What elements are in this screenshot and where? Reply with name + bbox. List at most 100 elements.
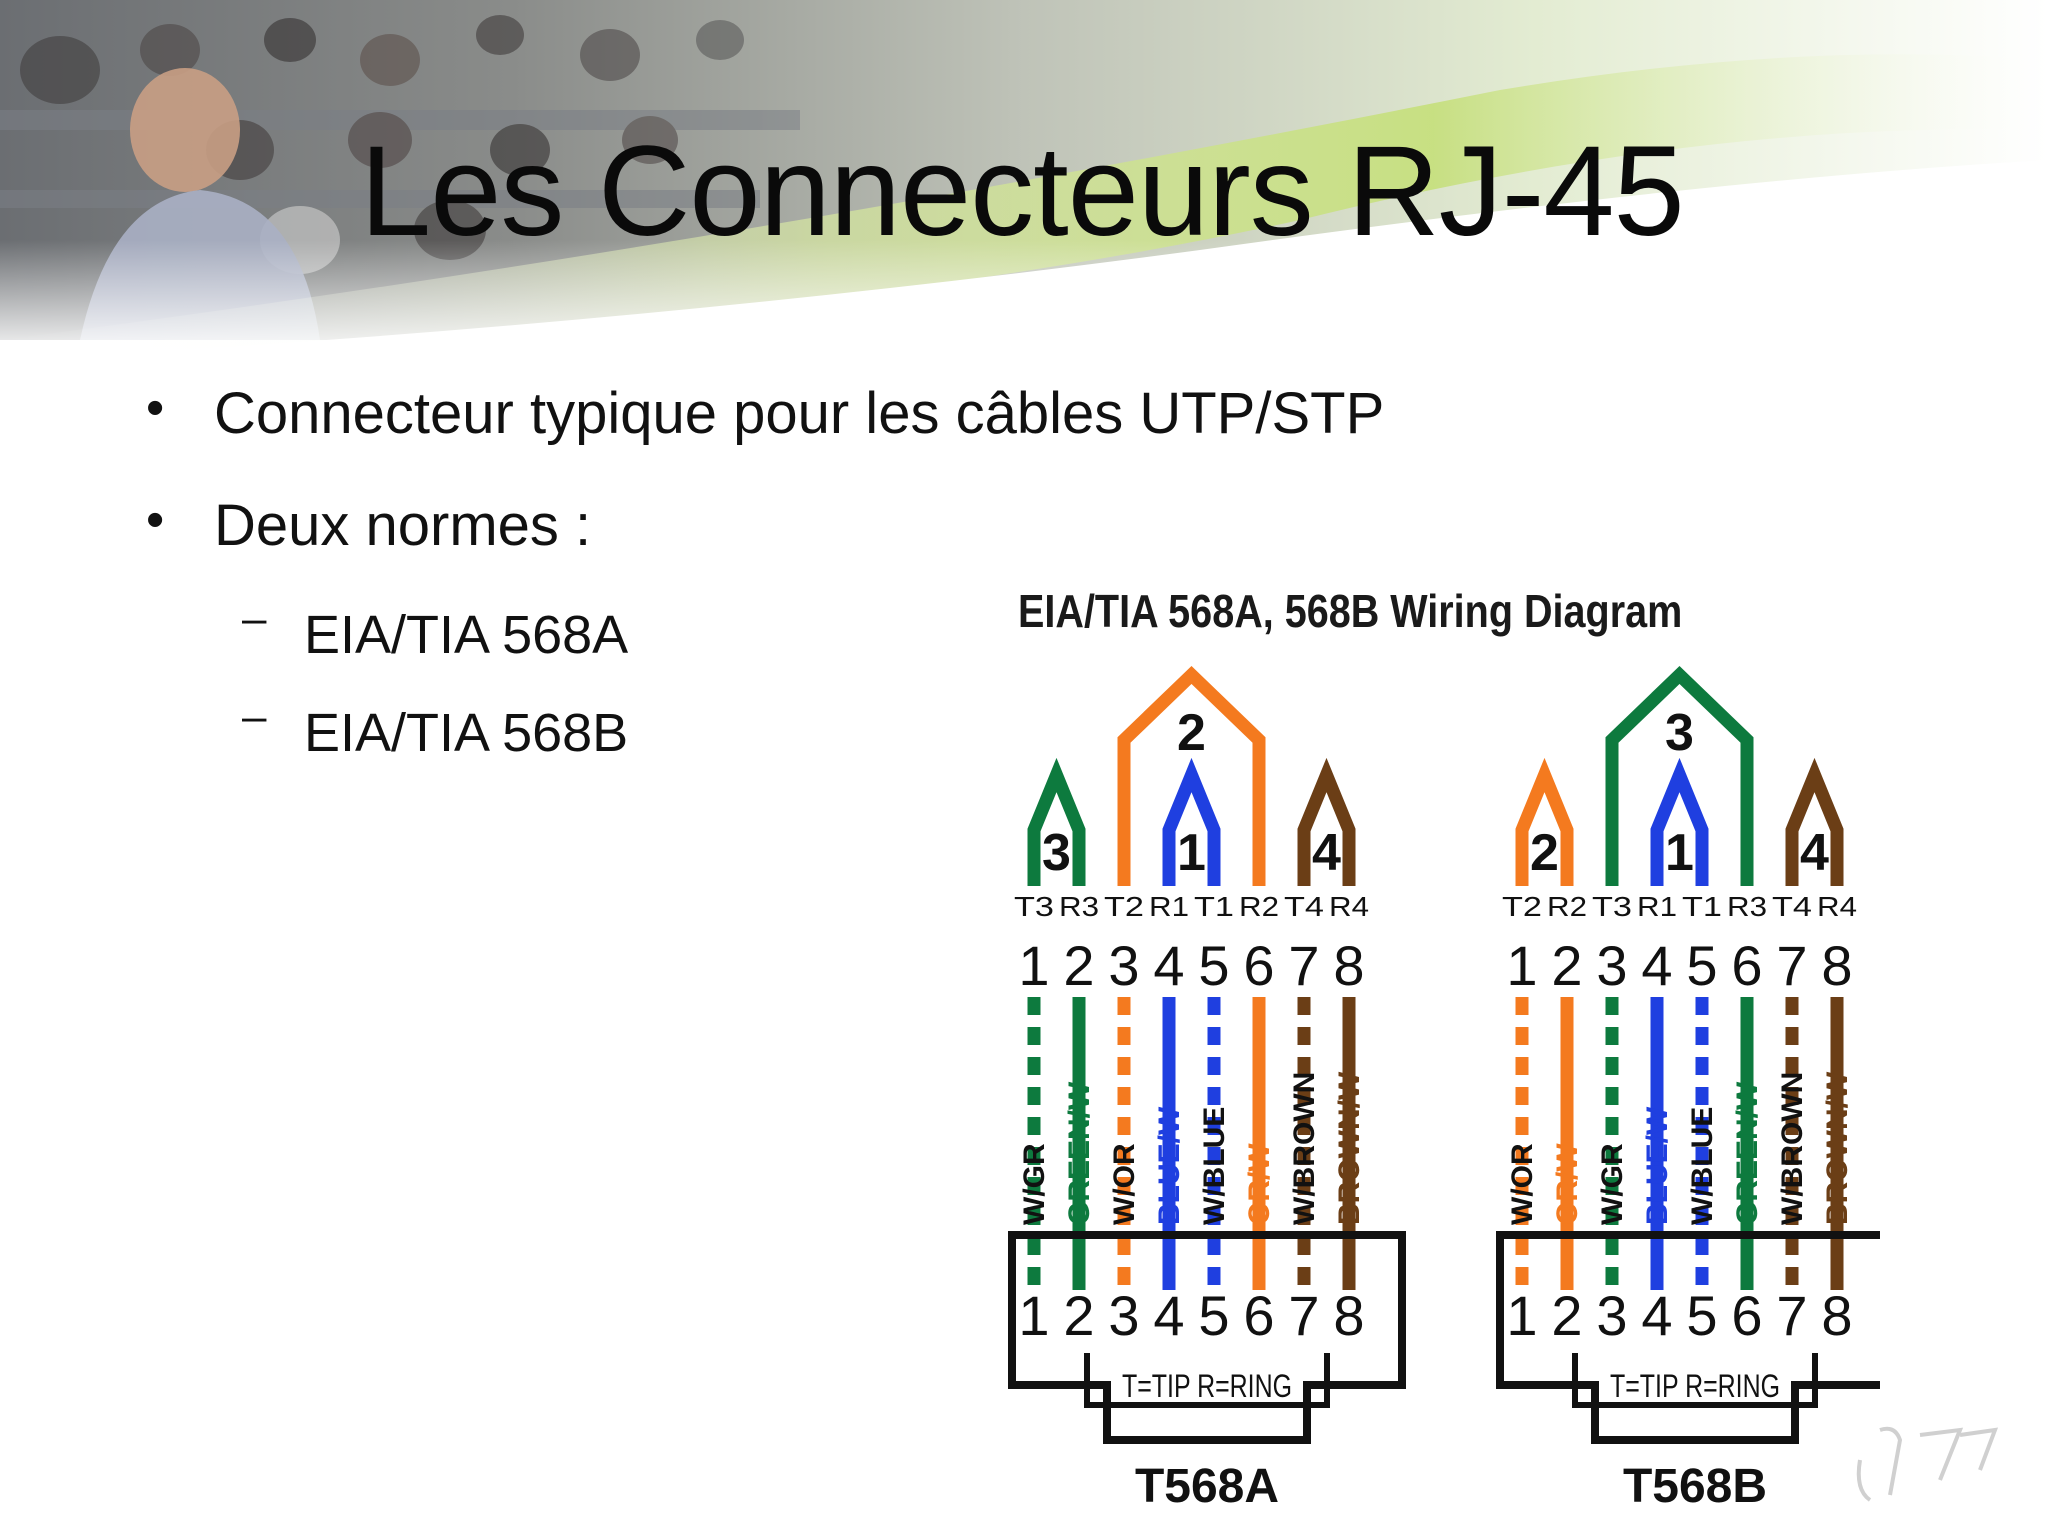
tip-ring-legend: T=TIP R=RING [1610, 1368, 1780, 1404]
wire-label: BLUE/W [1641, 1106, 1674, 1225]
wire-label: W/GR [1596, 1143, 1629, 1225]
pin-number-top: 5 [1686, 934, 1717, 997]
connector-outline [1008, 1231, 1406, 1444]
bullet-item: • Deux normes : [146, 491, 592, 559]
tip-ring-label: T2 [1104, 891, 1144, 922]
connector-inner [1084, 1353, 1330, 1408]
pin-number-top: 6 [1731, 934, 1762, 997]
pin-number-bottom: 4 [1641, 1284, 1672, 1347]
pair-outline [1027, 757, 1086, 886]
tip-ring-label: R4 [1329, 891, 1369, 922]
tip-ring-label: T3 [1592, 891, 1632, 922]
tip-ring-label: T1 [1194, 891, 1234, 922]
pin-number-bottom: 5 [1686, 1284, 1717, 1347]
wire-label: OR/W [1551, 1143, 1584, 1225]
sub-bullet-text: EIA/TIA 568B [304, 703, 629, 763]
wire-label: GREEN/W [1731, 1081, 1764, 1225]
tip-ring-label: T3 [1014, 891, 1054, 922]
connector-inner [1572, 1353, 1818, 1408]
pin-number-bottom: 2 [1551, 1284, 1582, 1347]
pair-number: 1 [1665, 824, 1694, 882]
wire-label: BROWN/W [1333, 1071, 1366, 1225]
bullet-text: Connecteur typique pour les câbles UTP/S… [214, 381, 1385, 446]
pair-outline [1117, 665, 1266, 886]
wire-label: W/BROWN [1776, 1072, 1809, 1225]
sub-bullet-item: – EIA/TIA 568A [242, 594, 629, 666]
sub-bullet-item: – EIA/TIA 568B [242, 692, 629, 764]
pin-number-top: 2 [1551, 934, 1582, 997]
pair-outline [1162, 757, 1221, 886]
pin-number-bottom: 4 [1153, 1284, 1184, 1347]
tip-ring-label: T2 [1502, 891, 1542, 922]
pin-number-top: 5 [1198, 934, 1229, 997]
connector-outline [1496, 1231, 1880, 1444]
pin-number-top: 3 [1108, 934, 1139, 997]
pin-number-top: 4 [1153, 934, 1184, 997]
diagram-title: EIA/TIA 568A, 568B Wiring Diagram [1018, 585, 1683, 637]
wire-label: W/BROWN [1288, 1072, 1321, 1225]
pin-number-top: 8 [1821, 934, 1852, 997]
pin-number-bottom: 6 [1243, 1284, 1274, 1347]
sub-bullet-text: EIA/TIA 568A [304, 605, 629, 665]
pair-outline [1785, 757, 1844, 886]
bullet-glyph: • [146, 491, 165, 549]
wire-label: W/OR [1108, 1143, 1141, 1225]
pin-number-bottom: 5 [1198, 1284, 1229, 1347]
pair-outline [1605, 665, 1754, 886]
pin-number-top: 1 [1506, 934, 1537, 997]
bullet-text: Deux normes : [214, 493, 592, 558]
pair-outline [1515, 757, 1574, 886]
tip-ring-legend: T=TIP R=RING [1122, 1368, 1292, 1404]
pin-number-top: 4 [1641, 934, 1672, 997]
pin-number-top: 1 [1018, 934, 1049, 997]
tip-ring-label: R2 [1547, 891, 1587, 922]
pin-number-bottom: 3 [1596, 1284, 1627, 1347]
standard-name: T568B [1623, 1460, 1767, 1510]
pin-number-bottom: 1 [1506, 1284, 1537, 1347]
wire-label: W/OR [1506, 1143, 1539, 1225]
pin-number-top: 7 [1776, 934, 1807, 997]
pair-number: 3 [1665, 704, 1694, 762]
pin-number-bottom: 7 [1776, 1284, 1807, 1347]
pin-number-bottom: 7 [1288, 1284, 1319, 1347]
pin-number-bottom: 3 [1108, 1284, 1139, 1347]
tip-ring-label: R3 [1727, 891, 1767, 922]
pair-number: 4 [1312, 824, 1341, 882]
tip-ring-label: R2 [1239, 891, 1279, 922]
pin-number-top: 6 [1243, 934, 1274, 997]
banner-photo [0, 0, 2048, 360]
pin-number-bottom: 1 [1018, 1284, 1049, 1347]
wire-label: W/BLUE [1198, 1107, 1231, 1225]
pair-number: 2 [1530, 824, 1559, 882]
bullet-glyph: • [146, 379, 165, 437]
wire-label: BROWN/W [1821, 1071, 1854, 1225]
wire-label: W/BLUE [1686, 1107, 1719, 1225]
pin-number-top: 7 [1288, 934, 1319, 997]
bullet-item: • Connecteur typique pour les câbles UTP… [146, 379, 1385, 447]
watermark-logo [1856, 1426, 1999, 1502]
pair-outline [1297, 757, 1356, 886]
pin-number-top: 3 [1596, 934, 1627, 997]
pin-number-bottom: 6 [1731, 1284, 1762, 1347]
pin-number-top: 8 [1333, 934, 1364, 997]
pin-number-top: 2 [1063, 934, 1094, 997]
tip-ring-label: R1 [1149, 891, 1189, 922]
pair-number: 4 [1800, 824, 1829, 882]
pin-number-bottom: 2 [1063, 1284, 1094, 1347]
tip-ring-label: T4 [1284, 891, 1324, 922]
pair-outline [1650, 757, 1709, 886]
tip-ring-label: T4 [1772, 891, 1812, 922]
tip-ring-label: R3 [1059, 891, 1099, 922]
wire-label: GREEN/W [1063, 1081, 1096, 1225]
tip-ring-label: R4 [1817, 891, 1857, 922]
wire-label: OR/W [1243, 1143, 1276, 1225]
pair-number: 2 [1177, 704, 1206, 762]
standard-name: T568A [1135, 1460, 1279, 1510]
sub-bullet-glyph: – [242, 692, 267, 741]
wire-label: BLUE/W [1153, 1106, 1186, 1225]
pair-number: 1 [1177, 824, 1206, 882]
tip-ring-label: R1 [1637, 891, 1677, 922]
